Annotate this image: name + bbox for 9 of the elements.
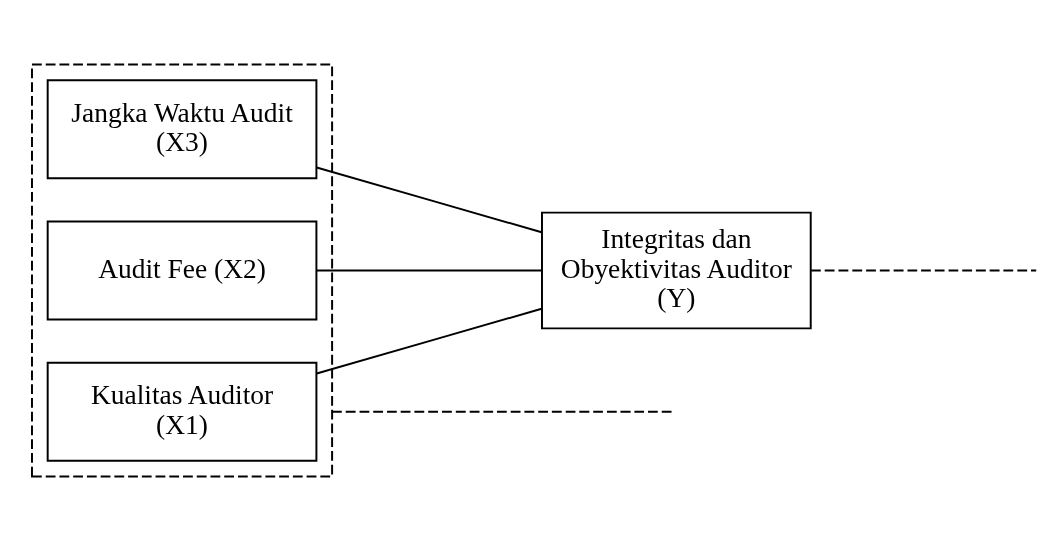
connector <box>810 269 1038 271</box>
cluster <box>31 63 334 477</box>
node-box: Integritas dan Obyektivitas Auditor (Y) <box>541 211 812 329</box>
node-box: Kualitas Auditor (X1) <box>46 361 318 462</box>
node-box: Jangka Waktu Audit (X3) <box>46 78 318 179</box>
connector <box>315 166 543 233</box>
node-box: Audit Fee (X2) <box>46 220 318 321</box>
connector <box>315 307 543 374</box>
connector <box>315 269 543 271</box>
